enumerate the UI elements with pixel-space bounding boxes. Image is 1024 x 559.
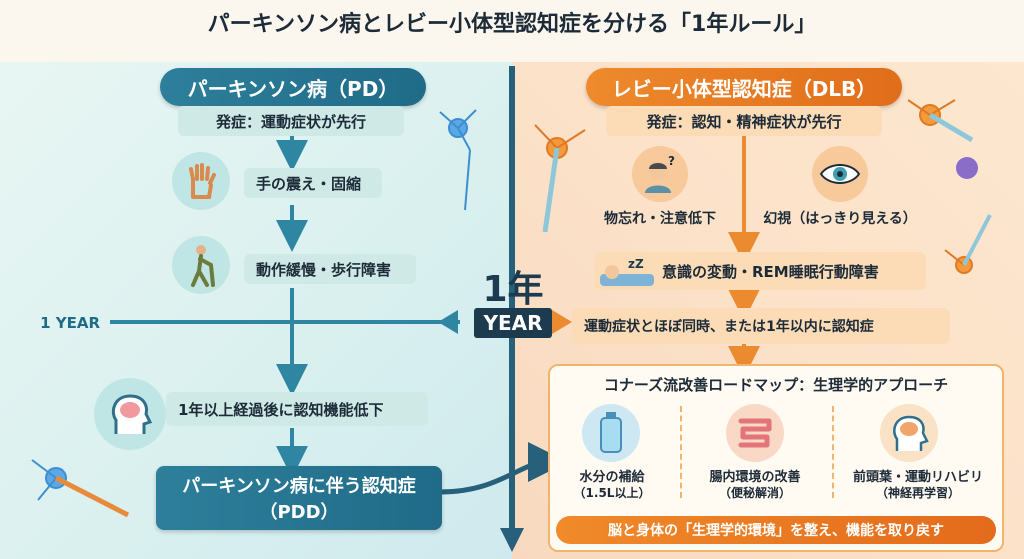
- dlb-step-timing: 運動症状とほぼ同時、または1年以内に認知症: [572, 308, 950, 344]
- pdd-box: パーキンソン病に伴う認知症 （PDD）: [156, 466, 442, 530]
- dlb-onset-box: 発症：認知・精神症状が先行: [606, 106, 882, 136]
- year-label: YEAR: [474, 308, 552, 338]
- svg-text:?: ?: [668, 154, 675, 168]
- pd-step-bradykinesia: 動作緩慢・歩行障害: [244, 254, 416, 284]
- pd-onset-box: 発症：運動症状が先行: [178, 106, 404, 136]
- pdd-line1: パーキンソン病に伴う認知症: [182, 476, 416, 497]
- one-year-arrow-left: [438, 310, 458, 334]
- roadmap-gut-label: 腸内環境の改善: [709, 470, 801, 485]
- walking-elderly-icon: [172, 236, 230, 294]
- water-bottle-icon: [582, 404, 640, 462]
- dlb-symptom-hallucination: 幻視（はっきり見える）: [763, 211, 917, 227]
- neuron-icon: [944, 214, 992, 274]
- roadmap-rehab-sub: （神経再学習）: [875, 486, 960, 500]
- neuron-icon: [31, 459, 130, 518]
- brain-rehab-icon: [880, 404, 938, 462]
- pd-step-tremor: 手の震え・固縮: [244, 168, 382, 198]
- neuron-icon: [534, 124, 586, 233]
- roadmap-divider-2: [832, 406, 834, 498]
- svg-text:zZ: zZ: [628, 257, 644, 271]
- pdd-line2: （PDD）: [259, 502, 339, 523]
- pd-header: パーキンソン病（PD）: [160, 68, 426, 106]
- one-year-left-label: 1 YEAR: [40, 314, 100, 332]
- pdd-to-roadmap-arrow: [439, 442, 568, 495]
- brain-head-icon: [94, 378, 166, 450]
- roadmap-divider-1: [680, 406, 682, 498]
- roadmap-gut-sub: （便秘解消）: [718, 486, 791, 500]
- sleeping-person-icon: zZ: [598, 254, 656, 288]
- forgetful-person-icon: ?: [632, 146, 688, 202]
- neuron-icon: [907, 99, 974, 143]
- timeline-arrowhead: [500, 528, 524, 552]
- intestine-icon: [726, 404, 784, 462]
- pd-step-cognitive-decline: 1年以上経過後に認知機能低下: [166, 392, 428, 426]
- roadmap-rehab-label: 前頭葉・運動リハビリ: [852, 470, 983, 485]
- roadmap-water-label: 水分の補給: [579, 470, 645, 485]
- hand-tremor-icon: [172, 152, 230, 210]
- virus-icon: [956, 157, 978, 179]
- dlb-symptom-forgetfulness: 物忘れ・注意低下: [604, 211, 716, 227]
- roadmap-water-sub: （1.5L以上）: [573, 486, 651, 500]
- neuron-icon: [439, 109, 477, 211]
- eye-icon: [812, 146, 868, 202]
- roadmap-title: コナーズ流改善ロードマップ：生理学的アプローチ: [603, 376, 949, 394]
- page-title: パーキンソン病とレビー小体型認知症を分ける「1年ルール」: [207, 12, 817, 37]
- dlb-header: レビー小体型認知症（DLB）: [586, 68, 902, 106]
- roadmap-footer: 脳と身体の「生理学的環境」を整え、機能を取り戻す: [556, 516, 996, 544]
- one-year-big-label: 1年: [482, 269, 544, 310]
